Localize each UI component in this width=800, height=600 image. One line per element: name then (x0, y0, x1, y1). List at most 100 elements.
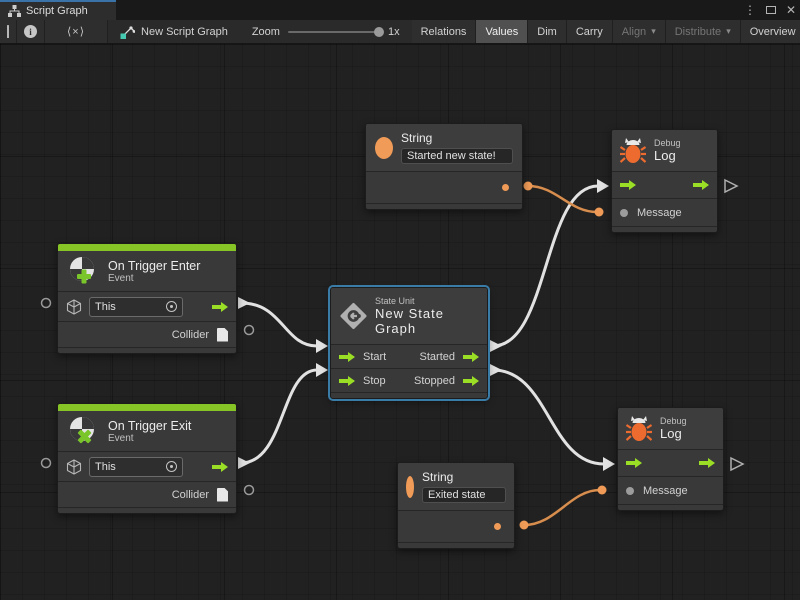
object-picker-icon[interactable] (166, 461, 177, 472)
port-flow-in[interactable] (626, 458, 642, 468)
code-view-button[interactable]: ⟨×⟩ (45, 20, 109, 43)
port-stopped-out[interactable] (463, 375, 479, 386)
bug-icon (626, 416, 652, 441)
node-string-bottom[interactable]: String (397, 462, 515, 549)
port-log-bottom-flow-out[interactable] (730, 456, 745, 472)
port-label-message: Message (637, 206, 682, 219)
port-string-out[interactable] (494, 523, 501, 530)
node-debug-log-bottom[interactable]: Debug Log Message (617, 407, 724, 511)
tab-script-graph[interactable]: Script Graph (0, 0, 116, 20)
port-flow-out[interactable] (699, 458, 715, 468)
toolbar-button-dim[interactable]: Dim (528, 20, 567, 43)
string-literal-icon (406, 475, 414, 498)
maximize-icon[interactable] (765, 6, 776, 14)
wire-enter-to-start (240, 301, 318, 348)
bug-icon (620, 138, 646, 163)
port-label-message: Message (643, 484, 688, 497)
port-started-out[interactable] (463, 351, 479, 362)
node-on-trigger-exit[interactable]: On Trigger Exit Event This Collider (57, 403, 237, 514)
toolbar-button-distribute[interactable]: Distribute ▾ (665, 20, 741, 43)
graph-name-header[interactable]: New Script Graph (108, 20, 240, 43)
node-footer (366, 203, 522, 209)
collider-type-icon[interactable] (217, 327, 228, 342)
port-enter-collider-out[interactable] (243, 324, 255, 336)
graph-toolbar: i ⟨×⟩ New Script Graph Zoom 1x Relations… (0, 20, 800, 44)
this-object-field[interactable]: This (89, 296, 183, 317)
toolbar-button-carry[interactable]: Carry (566, 20, 613, 43)
collider-type-icon[interactable] (217, 487, 228, 502)
port-message-in[interactable] (620, 208, 628, 217)
node-footer (58, 347, 236, 353)
toolbar-button-values[interactable]: Values (476, 20, 529, 43)
node-category: State Unit (374, 296, 415, 306)
gameobject-cube-icon (66, 458, 82, 475)
node-footer (58, 507, 236, 513)
tab-title: Script Graph (26, 5, 88, 17)
graph-canvas[interactable]: String Debug Log (0, 44, 800, 600)
wire-stopped-to-log (492, 368, 605, 466)
port-flow-out[interactable] (212, 461, 228, 472)
node-title: String (401, 131, 433, 145)
string-value-input[interactable] (401, 148, 513, 164)
zoom-slider-handle[interactable] (373, 26, 384, 37)
wire-exit-to-stop (240, 368, 318, 465)
port-string-out[interactable] (502, 184, 509, 191)
port-exit-collider-out[interactable] (243, 484, 255, 496)
info-button[interactable]: i (17, 20, 45, 43)
port-flow-out[interactable] (212, 301, 228, 312)
dropdown-arrow-icon: ▾ (651, 26, 656, 36)
port-label-stop: Stop (363, 374, 386, 387)
port-flow-in[interactable] (620, 180, 636, 190)
event-accent-bar (58, 244, 236, 251)
port-exit-this-in[interactable] (40, 457, 52, 469)
node-title: New State Graph (374, 306, 444, 336)
port-label-started: Started (419, 350, 455, 363)
node-title: String (422, 470, 454, 484)
zoom-value: 1x (387, 25, 400, 38)
node-on-trigger-enter[interactable]: On Trigger Enter Event This Collider (57, 243, 237, 354)
trigger-exit-icon (70, 417, 94, 444)
graph-hierarchy-icon (8, 5, 21, 17)
state-unit-icon (340, 302, 367, 330)
string-literal-icon (375, 136, 393, 159)
port-start-in[interactable] (339, 351, 355, 362)
node-category: Debug (654, 138, 681, 148)
zoom-slider[interactable] (287, 26, 384, 37)
port-label-collider: Collider (171, 328, 209, 341)
zoom-label: Zoom (251, 25, 280, 38)
port-enter-this-in[interactable] (40, 297, 52, 309)
toolbar-button-align[interactable]: Align ▾ (612, 20, 666, 43)
wire-started-to-log (492, 184, 599, 348)
node-footer (331, 392, 487, 398)
port-label-stopped: Stopped (414, 374, 455, 387)
object-picker-icon[interactable] (166, 301, 177, 312)
wire-string-to-message-top (527, 184, 598, 214)
node-state-unit[interactable]: State Unit New State Graph Start Started… (330, 287, 488, 399)
node-category: Debug (660, 416, 687, 426)
port-message-in[interactable] (626, 486, 634, 495)
zoom-control: Zoom 1x (240, 20, 412, 43)
node-title: On Trigger Enter (108, 258, 201, 273)
port-stop-in[interactable] (339, 375, 355, 386)
node-footer (612, 226, 717, 232)
node-title: On Trigger Exit (108, 418, 192, 433)
port-flow-out[interactable] (693, 180, 709, 190)
graph-name-label: New Script Graph (141, 25, 228, 38)
port-label-start: Start (363, 350, 387, 363)
string-value-input[interactable] (422, 487, 506, 503)
toolbar-button-relations[interactable]: Relations (411, 20, 477, 43)
node-string-top[interactable]: String (365, 123, 523, 210)
node-title: Log (660, 426, 682, 441)
node-subtitle: Event (108, 272, 134, 284)
node-debug-log-top[interactable]: Debug Log Message (611, 129, 718, 233)
close-icon[interactable]: ✕ (785, 3, 796, 17)
info-icon: i (24, 25, 37, 38)
port-log-top-flow-out[interactable] (724, 178, 739, 194)
lock-icon (7, 24, 9, 38)
lock-button[interactable] (0, 20, 17, 43)
menu-kebab-icon[interactable]: ⋮ (743, 3, 756, 17)
this-object-field[interactable]: This (89, 456, 183, 477)
toolbar-button-overview[interactable]: Overview (740, 20, 800, 43)
port-label-collider: Collider (171, 488, 209, 501)
trigger-enter-icon (70, 257, 94, 284)
